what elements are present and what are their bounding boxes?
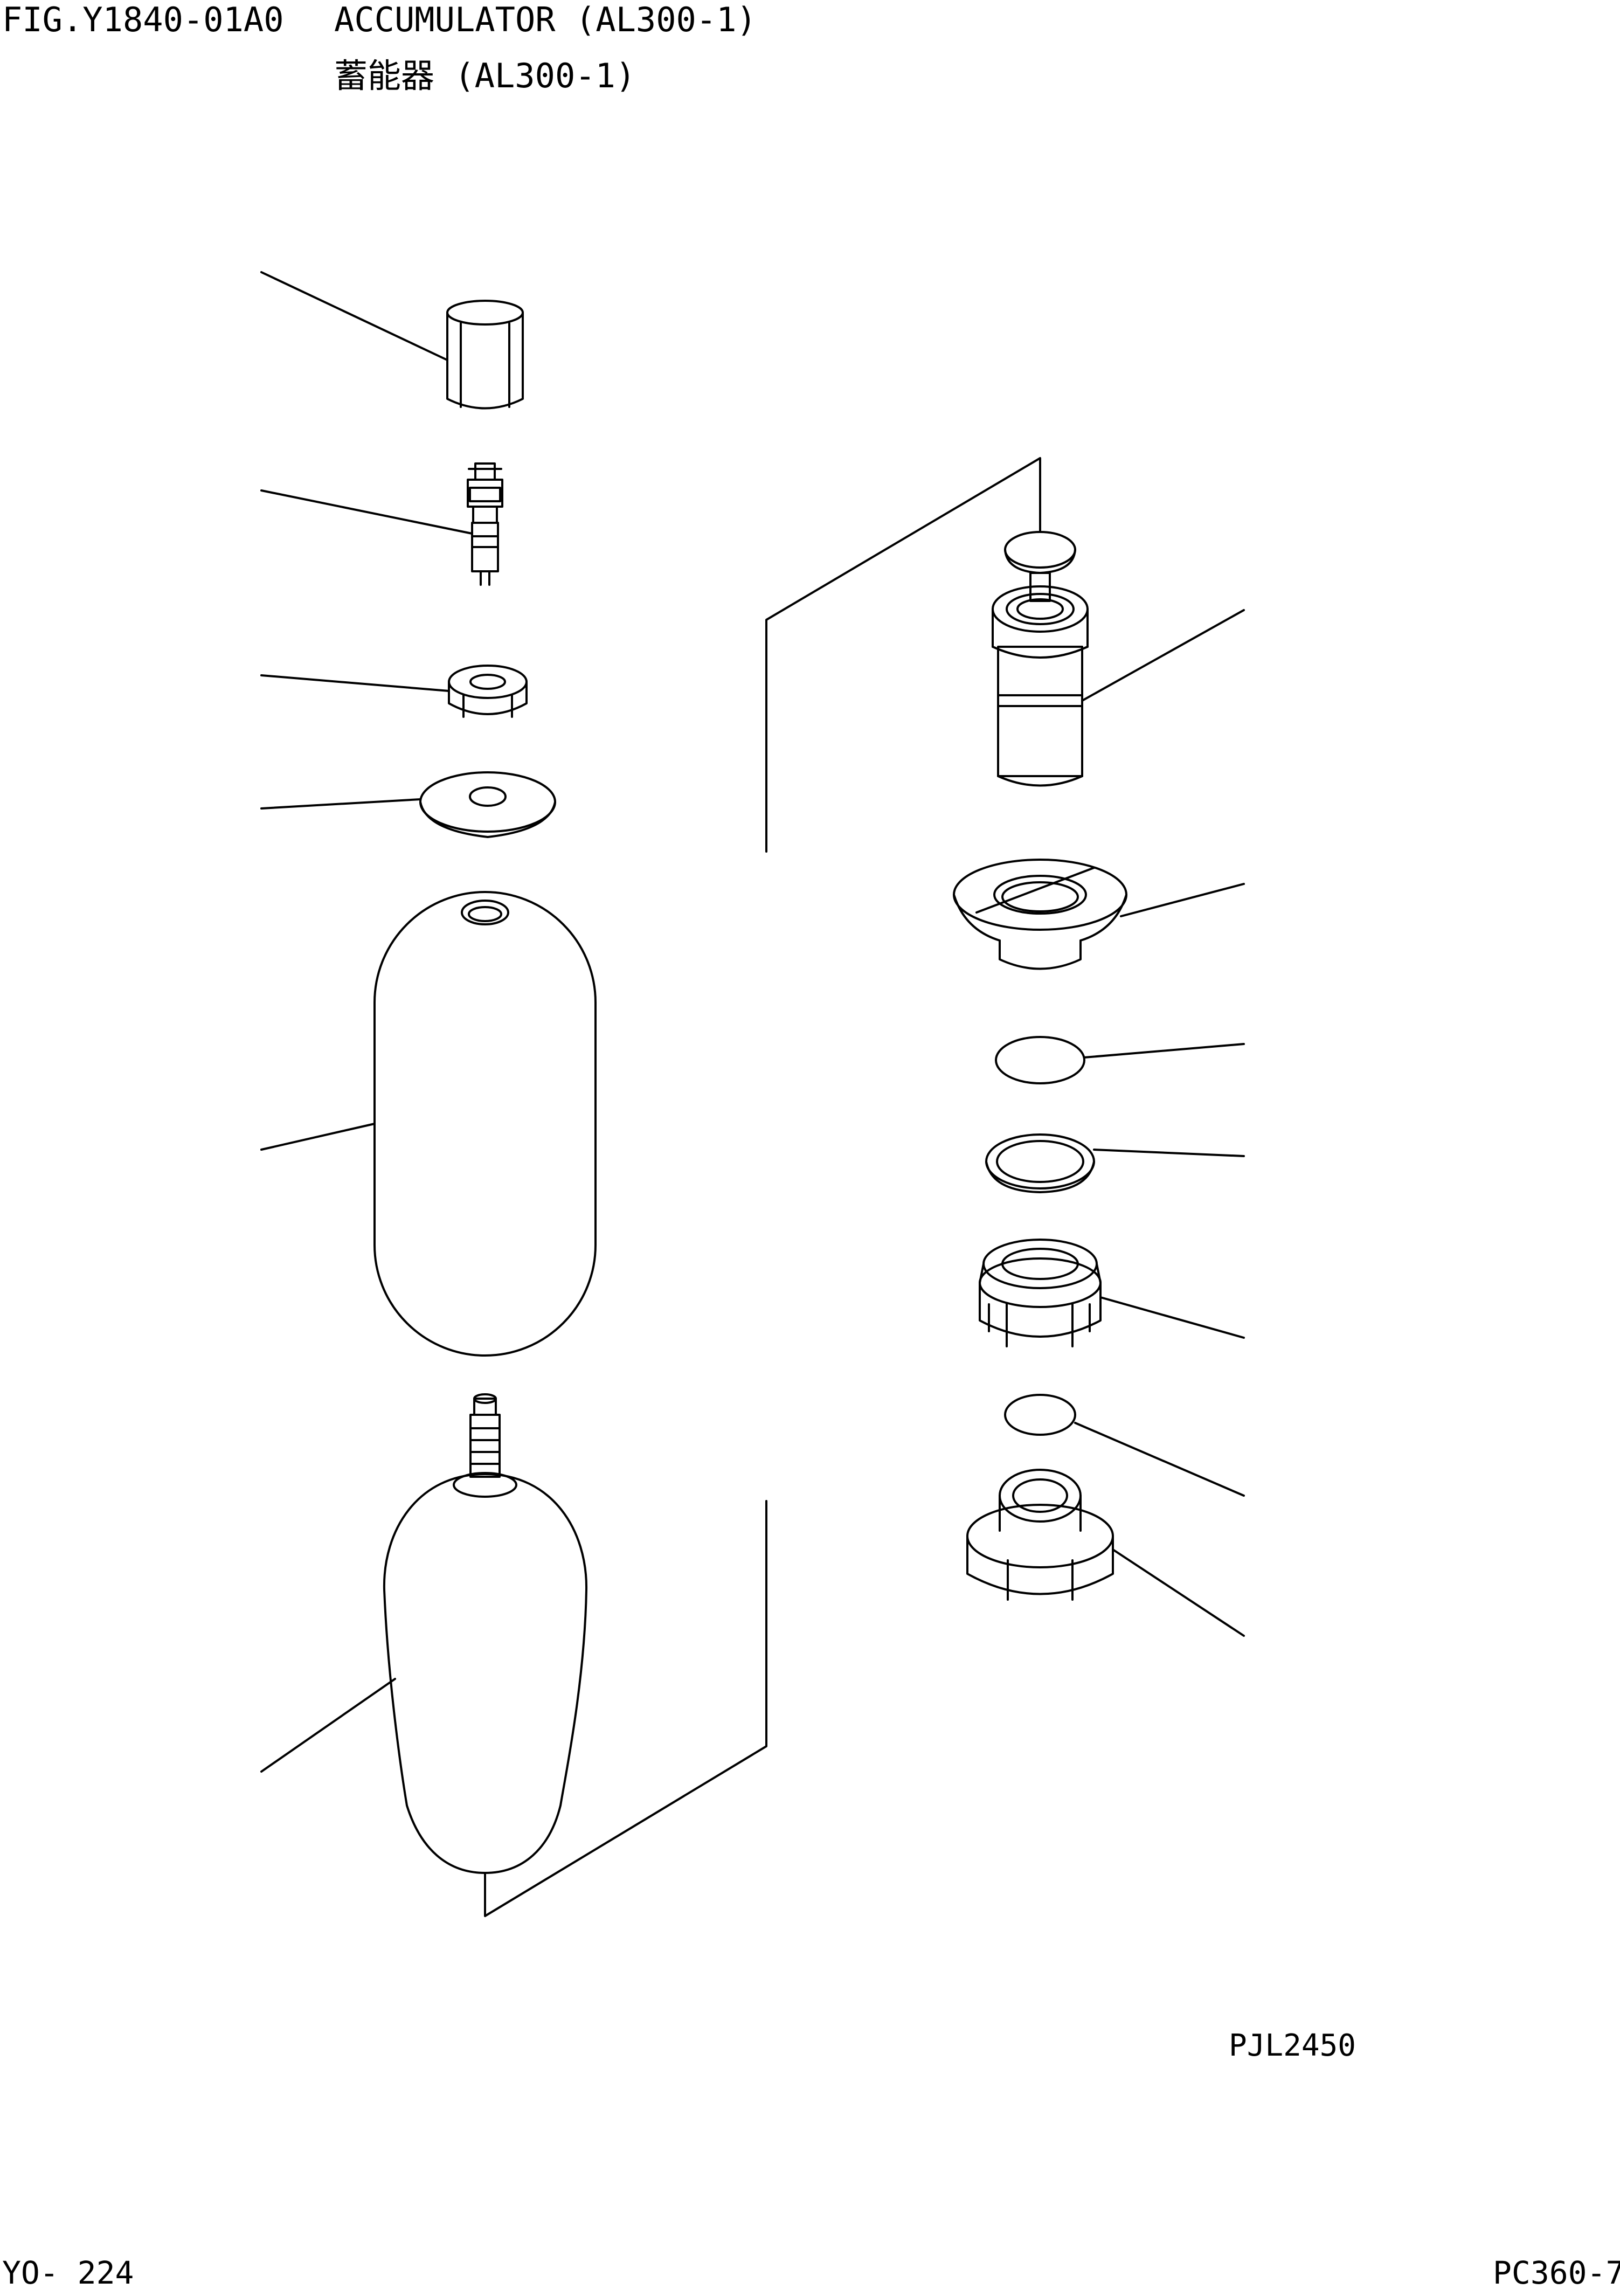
- leader-o-ring-small: [1075, 1423, 1244, 1496]
- cap-icon[interactable]: [447, 301, 523, 409]
- figure-number: FIG.Y1840-01A0: [2, 0, 284, 39]
- leader-lock-nut: [1100, 1297, 1244, 1338]
- o-ring-icon[interactable]: [996, 1037, 1084, 1083]
- model-number: PC360-7: [1493, 2254, 1620, 2291]
- backup-ring-icon[interactable]: [986, 1135, 1094, 1192]
- title-japanese: 蓄能器 (AL300-1): [334, 56, 636, 95]
- washer-icon[interactable]: [420, 772, 555, 837]
- gas-valve-icon[interactable]: [468, 464, 502, 585]
- assembly-bracket-lower: [485, 1501, 766, 1916]
- poppet-valve-icon[interactable]: [993, 532, 1088, 786]
- nut-icon[interactable]: [449, 666, 527, 717]
- retainer-cone-icon[interactable]: [954, 860, 1126, 969]
- bladder-with-valve-icon[interactable]: [384, 1394, 586, 1873]
- leader-backup-ring: [1094, 1150, 1244, 1156]
- leader-bladder: [261, 1124, 375, 1150]
- leader-poppet-valve: [1082, 610, 1244, 701]
- lock-nut-icon[interactable]: [980, 1240, 1100, 1346]
- leader-nut: [261, 675, 449, 691]
- leader-washer: [261, 799, 420, 808]
- leader-gas-valve: [261, 490, 472, 534]
- plug-icon[interactable]: [967, 1470, 1113, 1600]
- o-ring-small-icon[interactable]: [1005, 1395, 1075, 1435]
- bladder-icon[interactable]: [375, 892, 596, 1356]
- leader-cap: [261, 272, 447, 360]
- assembly-bracket-upper: [766, 458, 1040, 852]
- page-number: YO- 224: [2, 2254, 134, 2291]
- title-english: ACCUMULATOR (AL300-1): [334, 0, 757, 39]
- drawing-code: PJL2450: [1229, 2028, 1356, 2063]
- leader-o-ring: [1084, 1044, 1244, 1057]
- leader-plug: [1113, 1550, 1244, 1636]
- leader-retainer-cone: [1121, 884, 1244, 916]
- leader-bladder-with-valve: [261, 1679, 395, 1772]
